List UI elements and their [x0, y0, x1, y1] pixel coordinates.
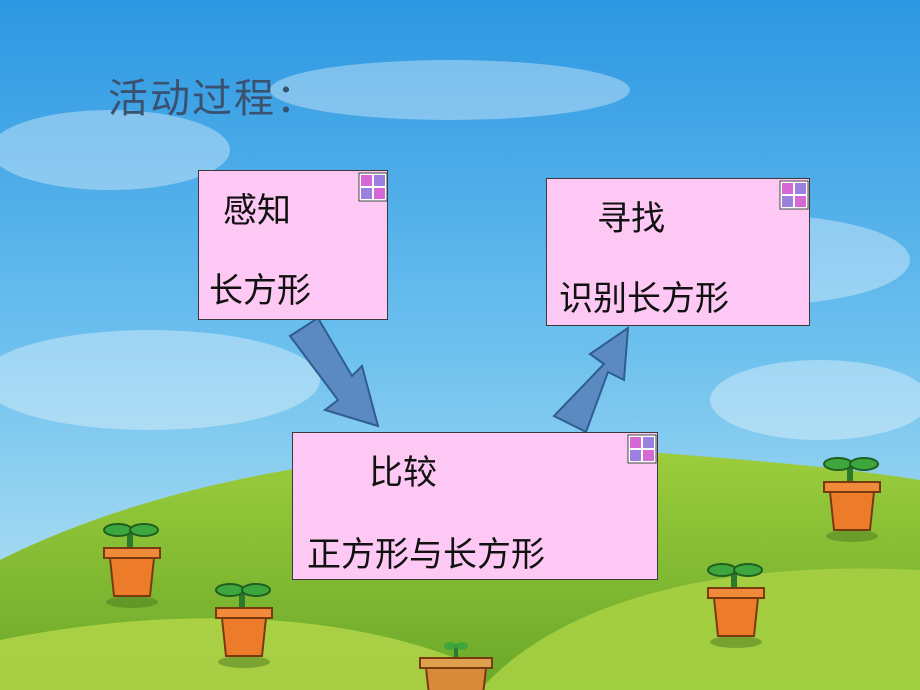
box-compare-line1: 比较 [369, 453, 437, 493]
box-find-line1: 寻找 [597, 199, 665, 239]
box-compare-shapes: 比较 正方形与长方形 [292, 432, 658, 580]
page-title: 活动过程： [108, 76, 318, 122]
box-perceive-line2: 长方形 [209, 271, 311, 311]
potted-seedling-icon [823, 457, 881, 542]
arrow-up-right [552, 325, 630, 434]
box-find-line2: 识别长方形 [559, 279, 729, 319]
box-compare-line2: 正方形与长方形 [307, 535, 545, 575]
box-find-rectangle: 寻找 识别长方形 [546, 178, 810, 326]
cloud-shapes [0, 60, 920, 440]
potted-seedling-icon [707, 563, 765, 648]
box-perceive-line1: 感知 [223, 191, 291, 231]
arrow-down-right [288, 316, 380, 428]
plus-grid-icon [627, 434, 657, 464]
box-perceive-rectangle: 感知 长方形 [198, 170, 388, 320]
plus-grid-icon [779, 180, 809, 210]
potted-seedling-icon [419, 642, 493, 690]
potted-seedling-icon [103, 523, 161, 608]
plus-grid-icon [358, 172, 388, 202]
potted-seedling-icon [215, 583, 273, 668]
